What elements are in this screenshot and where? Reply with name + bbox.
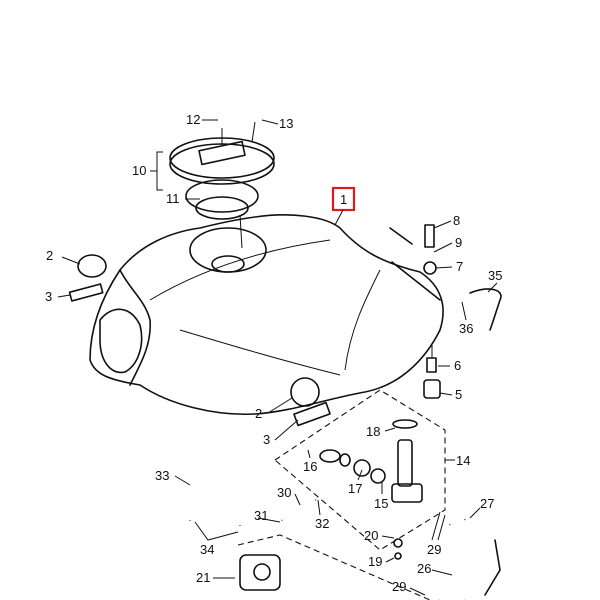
callout-2a[interactable]: 2 (46, 248, 53, 263)
callout-20[interactable]: 20 (364, 528, 378, 543)
callout-8[interactable]: 8 (453, 213, 460, 228)
callout-18[interactable]: 18 (366, 424, 380, 439)
callout-34[interactable]: 34 (200, 542, 214, 557)
callout-27[interactable]: 27 (480, 496, 494, 511)
callout-31[interactable]: 31 (254, 508, 268, 523)
callout-3b[interactable]: 3 (263, 432, 270, 447)
fuel-cap-assembly[interactable] (169, 121, 275, 249)
callout-29b[interactable]: 29 (392, 579, 406, 594)
fuel-pump[interactable] (239, 538, 403, 591)
callout-labels: 12 13 10 11 1 8 9 7 35 36 2 3 6 5 2 3 18… (45, 112, 502, 594)
callout-16[interactable]: 16 (303, 459, 317, 474)
callout-7[interactable]: 7 (456, 259, 463, 274)
callout-12[interactable]: 12 (186, 112, 200, 127)
callout-21[interactable]: 21 (196, 570, 210, 585)
callout-17[interactable]: 17 (348, 481, 362, 496)
fuel-pump-group-outline (237, 534, 431, 600)
callout-14[interactable]: 14 (456, 453, 470, 468)
leader-lines (57, 119, 498, 596)
highlight-box (331, 186, 356, 212)
callout-3a[interactable]: 3 (45, 289, 52, 304)
callout-6[interactable]: 6 (454, 358, 461, 373)
callout-19[interactable]: 19 (368, 554, 382, 569)
callout-32[interactable]: 32 (315, 516, 329, 531)
callout-26[interactable]: 26 (417, 561, 431, 576)
emblem-parts[interactable] (68, 254, 331, 427)
callout-11[interactable]: 11 (166, 191, 180, 206)
fuel-cock[interactable] (319, 419, 423, 503)
callout-9[interactable]: 9 (455, 235, 462, 250)
callout-5[interactable]: 5 (455, 387, 462, 402)
callout-13[interactable]: 13 (279, 116, 293, 131)
callout-29a[interactable]: 29 (427, 542, 441, 557)
callout-1[interactable]: 1 (340, 192, 347, 207)
callout-10[interactable]: 10 (132, 163, 146, 178)
callout-15[interactable]: 15 (374, 496, 388, 511)
callout-33[interactable]: 33 (155, 468, 169, 483)
callout-36[interactable]: 36 (459, 321, 473, 336)
fuel-tank[interactable] (89, 214, 444, 416)
callout-30[interactable]: 30 (277, 485, 291, 500)
fuel-cock-group-outline (274, 389, 446, 551)
callout-35[interactable]: 35 (488, 268, 502, 283)
callout-2b[interactable]: 2 (255, 406, 262, 421)
fuel-hoses[interactable] (187, 463, 501, 600)
